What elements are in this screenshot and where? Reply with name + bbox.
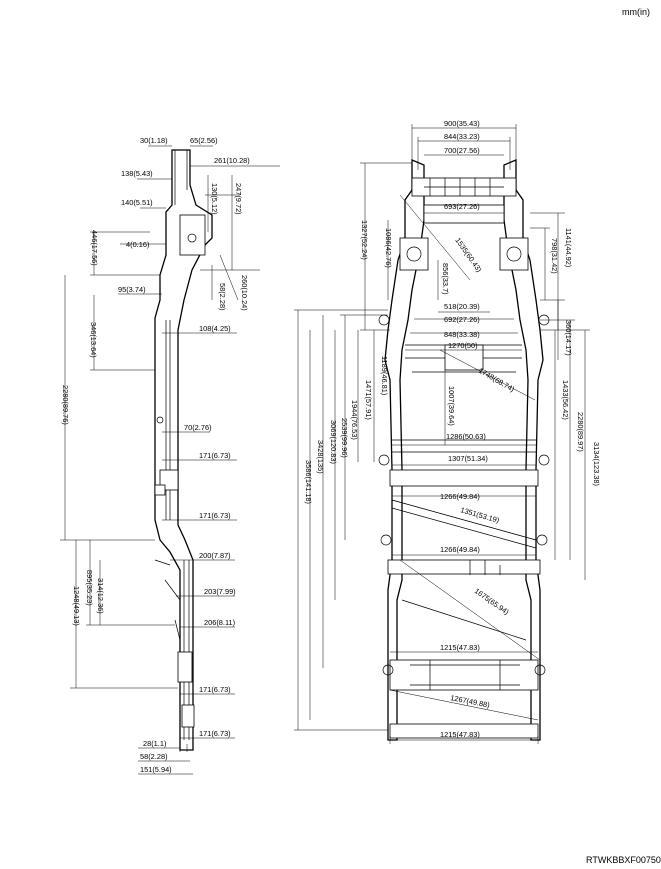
- dim-label: 700(27.56): [444, 146, 480, 155]
- dim-label: 1189(46.81): [380, 356, 389, 395]
- dim-label: 895(35.23): [85, 570, 94, 606]
- dim-label: 1433(56.42): [561, 380, 570, 420]
- dim-label: 30(1.18): [140, 136, 168, 145]
- side-view: 30(1.18) 65(2.56) 261(10.28) 138(5.43) 2…: [60, 136, 280, 775]
- dim-label: 518(20.39): [444, 302, 480, 311]
- body-mount: [380, 534, 392, 546]
- dim-label: 70(2.76): [184, 423, 212, 432]
- dim-label: 260(10.24): [240, 275, 249, 311]
- dim-label: 848(33.38): [444, 330, 480, 339]
- dim-label: 138(5.43): [121, 169, 153, 178]
- side-rear-bracket: [181, 704, 195, 728]
- dim-label: 1286(50.63): [446, 432, 486, 441]
- dim-label: 1351(53.19): [459, 505, 500, 525]
- dim-label: 1748(68.74): [477, 366, 516, 394]
- dim-label: 1215(47.83): [440, 730, 480, 739]
- dim-label: 171(6.73): [199, 511, 231, 520]
- dim-label: 3134(123.38): [592, 442, 601, 486]
- dim-label: 856(33.7): [441, 263, 450, 295]
- top-frame-outline: [378, 159, 550, 741]
- side-bolt-hole: [156, 416, 164, 424]
- dim-label: 130(5.12): [210, 183, 219, 215]
- dim-label: 1327(52.24): [360, 220, 369, 260]
- right-mount-bushing: [506, 246, 522, 262]
- dim-label: 1270(50): [448, 341, 478, 350]
- dim-label: 65(2.56): [190, 136, 218, 145]
- dim-label: 314(12.36): [96, 578, 105, 614]
- dim-label: 171(6.73): [199, 685, 231, 694]
- drawing-code: RTWKBBXF007501: [586, 855, 661, 865]
- dim-label: 171(6.73): [199, 729, 231, 738]
- dim-label: 171(6.73): [199, 451, 231, 460]
- radiator-support: [423, 204, 505, 224]
- dim-label: 203(7.99): [204, 587, 236, 596]
- dim-label: 346(13.64): [89, 322, 98, 358]
- dim-label: 1215(47.83): [440, 643, 480, 652]
- dim-label: 1675(65.94): [473, 586, 511, 616]
- dim-label: 200(7.87): [199, 551, 231, 560]
- dim-label: 1267(49.88): [450, 693, 491, 709]
- dim-label: 692(27.26): [444, 315, 480, 324]
- dim-label: 1248(49.13): [72, 586, 81, 626]
- dim-label: 3586(141.18): [304, 460, 313, 504]
- body-mount: [378, 454, 390, 466]
- dim-label: 446(17.56): [90, 230, 99, 266]
- dim-label: 1307(51.34): [448, 454, 488, 463]
- dim-label: 1944(76.53): [350, 400, 359, 440]
- dim-label: 693(27.26): [444, 202, 480, 211]
- dim-label: 360(14.17): [564, 320, 573, 356]
- dim-label: 58(2.28): [140, 752, 168, 761]
- left-engine-mount: [399, 237, 429, 271]
- dim-label: 151(5.94): [140, 765, 172, 774]
- dim-label: 1266(49.84): [440, 492, 480, 501]
- dim-label: 3428(135): [316, 440, 325, 474]
- transmission-crossmember: [444, 344, 484, 371]
- dim-label: 247(9.72): [234, 183, 243, 215]
- dim-label: 1535(60.43): [453, 236, 483, 274]
- side-frame-rail: [154, 149, 213, 751]
- dim-label: 261(10.28): [214, 156, 250, 165]
- dim-label: 3069(120.83): [329, 420, 338, 464]
- rear-end-crossmember: [389, 723, 539, 739]
- dim-label: 844(33.23): [444, 132, 480, 141]
- body-mount: [378, 314, 390, 326]
- dim-label: 140(5.51): [121, 198, 153, 207]
- dim-label: 900(35.43): [444, 119, 480, 128]
- top-dimension-lines: [294, 124, 590, 744]
- dim-label: 2539(99.96): [340, 418, 349, 458]
- body-mount: [382, 664, 394, 676]
- dim-label: 1086(42.76): [384, 228, 393, 268]
- side-mount-pad: [154, 484, 166, 496]
- dim-label: 2280(89.97): [576, 412, 585, 452]
- dim-label: 4(0.16): [126, 240, 149, 249]
- right-engine-mount: [499, 237, 529, 271]
- dim-label: 28(1.1): [143, 739, 166, 748]
- dim-label: 95(3.74): [118, 285, 146, 294]
- body-mount: [538, 454, 550, 466]
- top-view: 900(35.43) 844(33.23) 700(27.56) 1327(52…: [294, 119, 601, 744]
- unit-label: mm(in): [622, 7, 650, 17]
- rear-hitch-crossmember: [389, 659, 539, 691]
- dim-label: 1141(44.92): [564, 228, 573, 267]
- side-front-bracket: [179, 214, 206, 256]
- body-mount: [534, 664, 546, 676]
- body-mount: [536, 534, 548, 546]
- dim-label: 798(31.42): [550, 238, 559, 274]
- dim-label: 206(8.11): [204, 618, 235, 627]
- side-dimension-lines: [60, 145, 280, 775]
- dim-label: 1471(57.91): [364, 380, 373, 420]
- dim-label: 1266(49.84): [440, 545, 480, 554]
- dim-label: 58(2.28): [218, 283, 227, 311]
- dim-label: 108(4.25): [199, 324, 231, 333]
- left-mount-bushing: [406, 246, 422, 262]
- side-rear-bracket: [177, 651, 193, 683]
- center-crossmember: [389, 469, 539, 487]
- rear-crossmember: [387, 559, 541, 575]
- side-bolt-hole: [187, 233, 197, 243]
- dim-label: 1007(39.64): [447, 386, 456, 426]
- dim-label: 2280(89.76): [61, 385, 70, 425]
